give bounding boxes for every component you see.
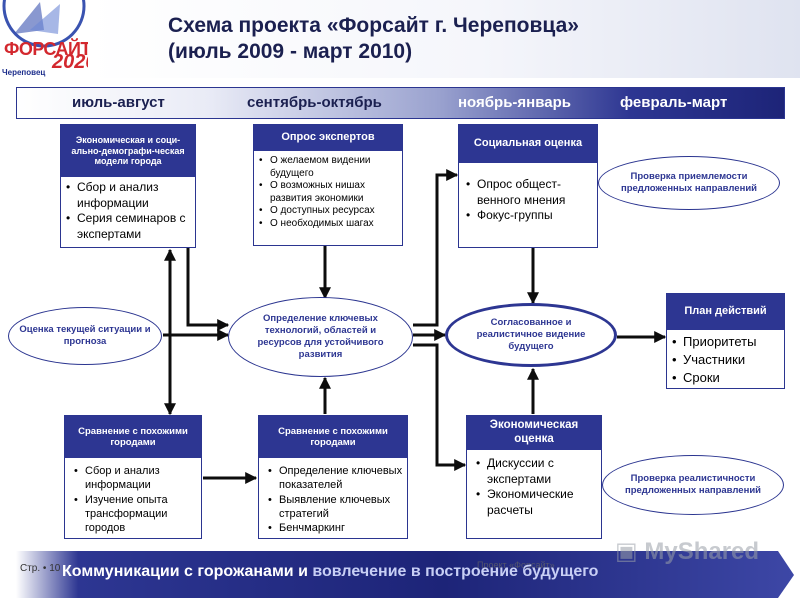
list-item: Серия семинаров с экспертами [63, 211, 193, 242]
footer-faint-text: Проект «Форсайт» [477, 560, 555, 570]
list-item: Сбор и анализ информации [63, 180, 193, 211]
check-acceptability-oval: Проверка приемлемости предложенных напра… [598, 156, 780, 210]
footer-bar [16, 551, 794, 598]
title-bar [88, 0, 800, 78]
watermark: ▣ MyShared [615, 537, 759, 566]
list-item: О возможных нишах развития экономики [256, 180, 400, 205]
page-number: Стр. • 10 [20, 563, 61, 574]
list-item: Определение ключевых показателей [265, 464, 405, 493]
compare-cities-box-1: Сравнение с похожими городами Сбор и ана… [64, 415, 202, 539]
compare-cities-box-2: Сравнение с похожими городами Определени… [258, 415, 408, 539]
logo-graphic-icon [2, 0, 86, 48]
watermark-icon: ▣ [615, 538, 638, 565]
econ-eval-title: Экономическая оценка [467, 416, 601, 450]
econ-model-title: Экономическая и соци-ально-демографи-чес… [61, 125, 195, 177]
list-item: О доступных ресурсах [256, 205, 400, 218]
logo [0, 0, 88, 80]
compare-cities-list-1: Сбор и анализ информации Изучение опыта … [65, 458, 201, 535]
action-plan-title: План действий [667, 294, 784, 330]
list-item: О желаемом видении будущего [256, 155, 400, 180]
phase-2: сентябрь-октябрь [247, 94, 382, 111]
logo-city: Череповец [2, 68, 46, 77]
footer-slogan: Коммуникации с горожанами и вовлечение в… [62, 563, 598, 581]
expert-survey-box: Опрос экспертов О желаемом видении будущ… [253, 124, 403, 246]
phase-3: ноябрь-январь [458, 94, 571, 111]
page-subtitle: (июль 2009 - март 2010) [168, 40, 413, 63]
list-item: Бенчмаркинг [265, 521, 405, 536]
logo-year: 2020 [52, 51, 97, 73]
action-plan-box: План действий Приоритеты Участники Сроки [666, 293, 785, 389]
list-item: Сбор и анализ информации [71, 464, 199, 493]
compare-cities-title-1: Сравнение с похожими городами [65, 416, 201, 458]
econ-model-list: Сбор и анализ информации Серия семинаров… [61, 177, 195, 242]
phase-1: июль-август [72, 94, 165, 111]
footer-slogan-part2: вовлечение в построение будущего [312, 563, 599, 580]
econ-model-box: Экономическая и соци-ально-демографи-чес… [60, 124, 196, 248]
list-item: Выявление ключевых стратегий [265, 493, 405, 522]
key-tech-oval: Определение ключевых технологий, областе… [228, 297, 413, 377]
current-eval-oval: Оценка текущей ситуации и прогноза [8, 307, 162, 365]
logo-text: ФОРСАЙТ [4, 39, 91, 59]
list-item: Изучение опыта трансформации городов [71, 493, 199, 536]
footer-slogan-part1: Коммуникации с горожанами и [62, 563, 313, 580]
phase-bar [16, 87, 785, 119]
action-plan-list: Приоритеты Участники Сроки [667, 330, 784, 388]
social-eval-box: Социальная оценка Опрос общест-венного м… [458, 124, 598, 248]
list-item: Фокус-группы [463, 208, 595, 224]
list-item: О необходимых шагах [256, 218, 400, 231]
phase-4: февраль-март [620, 94, 728, 111]
list-item: Приоритеты [669, 333, 782, 351]
list-item: Сроки [669, 369, 782, 387]
list-item: Экономические расчеты [473, 487, 599, 518]
agreed-vision-oval: Согласованное и реалистичное видение буд… [445, 303, 617, 367]
expert-survey-list: О желаемом видении будущего О возможных … [254, 151, 402, 230]
page-title: Схема проекта «Форсайт г. Череповца» [168, 14, 579, 37]
list-item: Опрос общест-венного мнения [463, 177, 595, 208]
watermark-text: MyShared [644, 538, 760, 565]
econ-eval-list: Дискуссии с экспертами Экономические рас… [467, 450, 601, 518]
list-item: Дискуссии с экспертами [473, 456, 599, 487]
compare-cities-list-2: Определение ключевых показателей Выявлен… [259, 458, 407, 536]
expert-survey-title: Опрос экспертов [254, 125, 402, 151]
social-eval-title: Социальная оценка [459, 125, 597, 163]
compare-cities-title-2: Сравнение с похожими городами [259, 416, 407, 458]
social-eval-list: Опрос общест-венного мнения Фокус-группы [459, 163, 597, 224]
check-realism-oval: Проверка реалистичности предложенных нап… [602, 455, 784, 515]
econ-eval-box: Экономическая оценка Дискуссии с эксперт… [466, 415, 602, 539]
list-item: Участники [669, 351, 782, 369]
